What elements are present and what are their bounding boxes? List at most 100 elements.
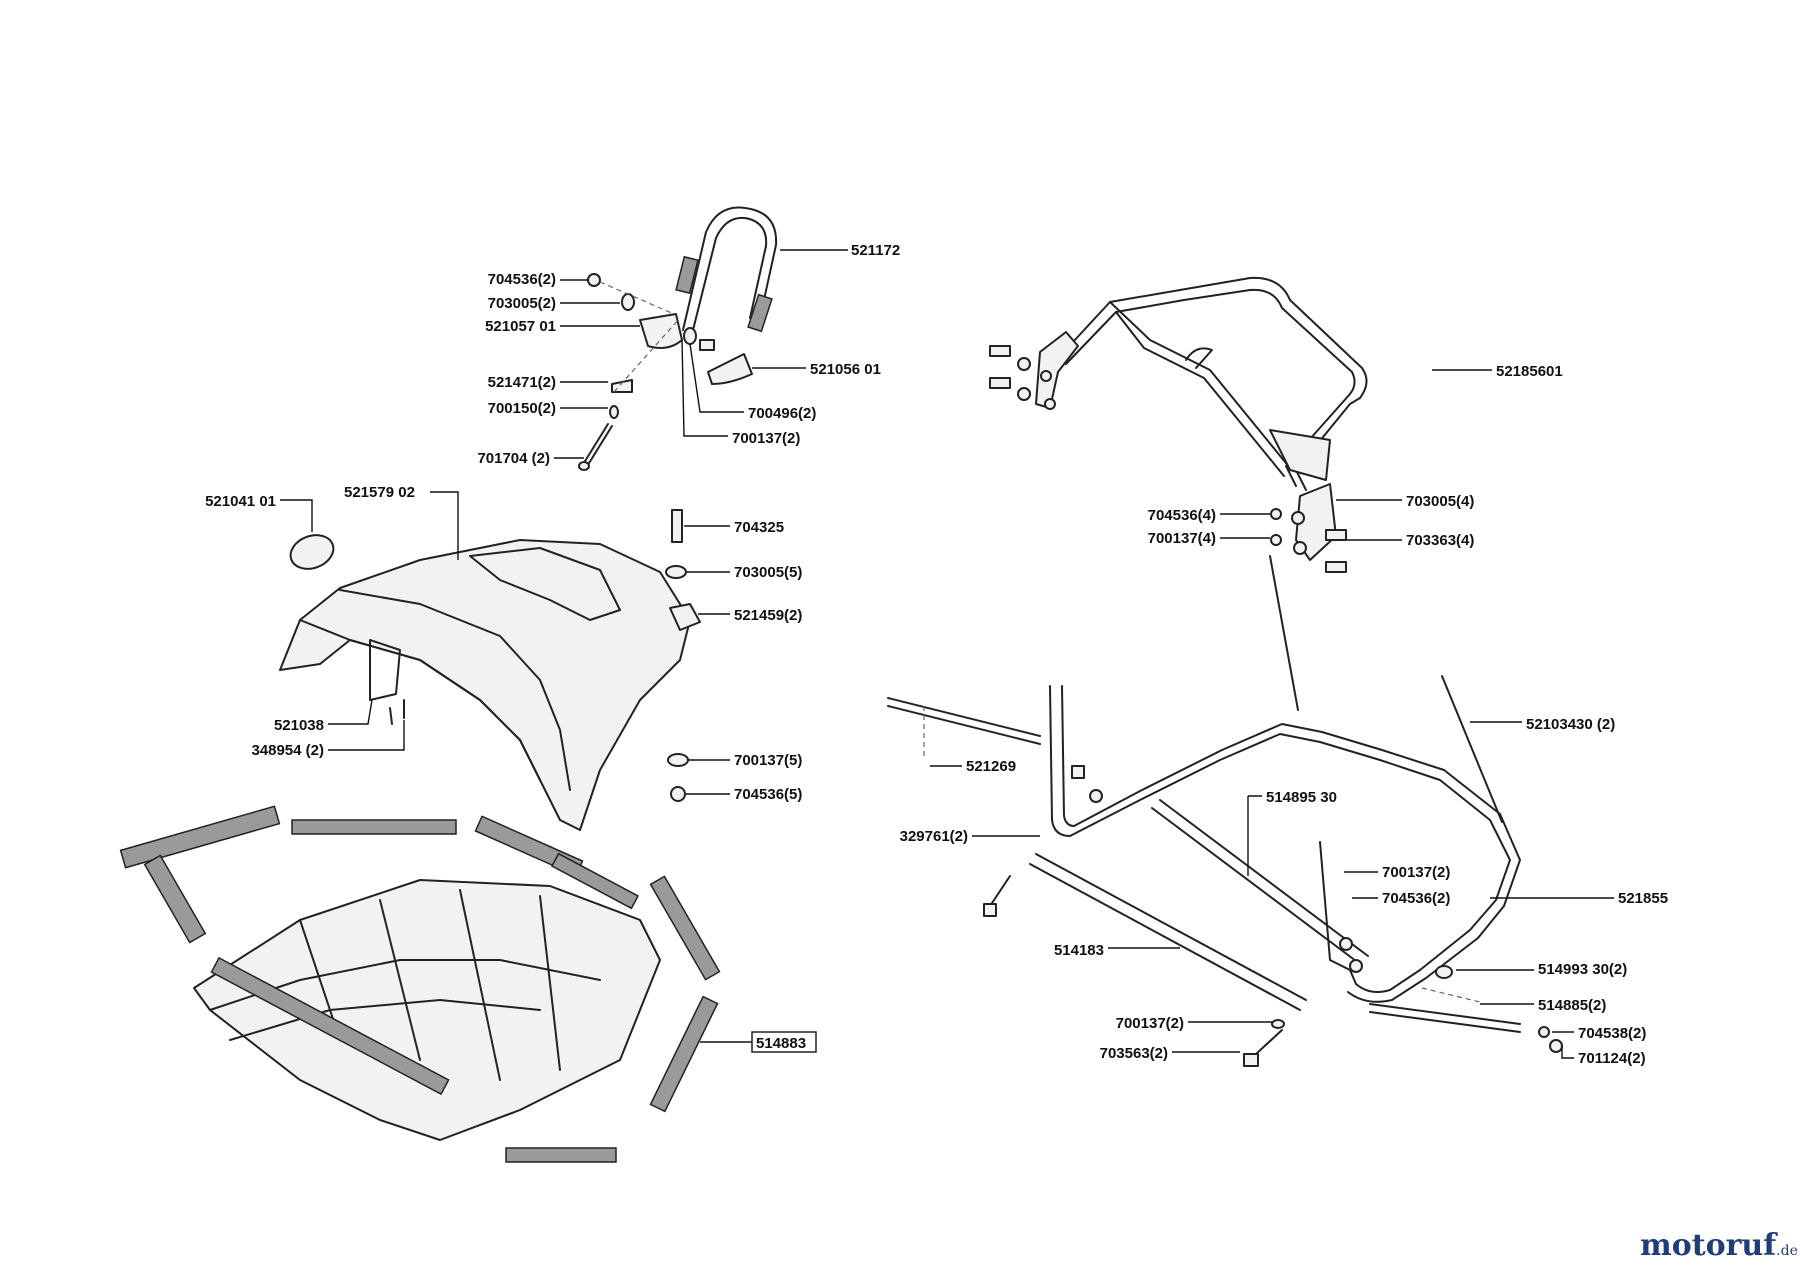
bolt-704325 xyxy=(671,509,683,543)
part-callout-p701124: 701124(2) xyxy=(1561,1046,1646,1067)
axle-514183 xyxy=(1029,863,1301,1011)
part-number-label: 521579 02 xyxy=(344,484,415,501)
bolt-703563 xyxy=(989,875,1011,907)
part-number-label: 703005(4) xyxy=(1406,493,1474,510)
part-number-label: 704536(5) xyxy=(734,786,802,803)
rail-top-center xyxy=(291,819,457,835)
part-callout-p521057: 521057 01 xyxy=(485,318,640,335)
brand-logo: motoruf.de xyxy=(1640,1228,1798,1263)
part-number-label: 700137(2) xyxy=(1116,1015,1184,1032)
lower-frame-521855 xyxy=(887,555,1563,1067)
part-number-labels: 521172 704536(2) 703005(2) 521057 01 521056 … xyxy=(205,242,1668,1067)
part-number-label: 348954 (2) xyxy=(251,742,324,759)
leader-line xyxy=(1561,1046,1574,1059)
part-number-label: 700137(2) xyxy=(732,430,800,447)
part-number-label: 514183 xyxy=(1054,942,1104,959)
nut-icon xyxy=(587,273,601,287)
leader-line xyxy=(280,499,313,532)
part-number-label: 700496(2) xyxy=(748,405,816,422)
handle-frame-52185601 xyxy=(1059,276,1368,491)
part-number-label: 700150(2) xyxy=(488,400,556,417)
part-number-label: 521471(2) xyxy=(488,374,556,391)
part-number-label: 703005(2) xyxy=(488,295,556,312)
part-number-label: 701704 (2) xyxy=(477,450,550,467)
leader-line xyxy=(328,699,373,725)
part-number-label: 521459(2) xyxy=(734,607,802,624)
part-number-label: 704536(2) xyxy=(1382,890,1450,907)
part-callout-p521038: 521038 xyxy=(274,699,373,734)
bolt-icon xyxy=(581,423,613,469)
part-number-label: 521172 xyxy=(851,242,900,259)
rod-left xyxy=(1269,555,1299,711)
part-callout-p704538: 704538(2) xyxy=(1552,1025,1646,1042)
part-callout-p700137_5: 700137(5) xyxy=(688,752,802,769)
part-callout-p521172: 521172 xyxy=(780,242,900,259)
part-number-label: 329761(2) xyxy=(900,828,968,845)
grass-bag-514883 xyxy=(119,805,721,1163)
part-number-label: 700137(5) xyxy=(734,752,802,769)
part-callout-p704325: 704325 xyxy=(684,519,784,536)
part-callout-p703005_4: 703005(4) xyxy=(1336,493,1474,510)
part-callout-p514895: 514895 30 xyxy=(1247,789,1337,876)
part-callout-p52185601: 52185601 xyxy=(1432,363,1563,380)
strut-521269 xyxy=(887,697,1041,737)
part-callout-p704536_5: 704536(5) xyxy=(686,786,802,803)
part-number-label: 514895 30 xyxy=(1266,789,1337,806)
part-callout-p703563: 703563(2) xyxy=(1100,1045,1240,1062)
part-callout-p700137_2a: 700137(2) xyxy=(681,339,800,447)
part-callout-p521041: 521041 01 xyxy=(205,493,313,532)
part-callout-p521579: 521579 02 xyxy=(344,484,459,560)
part-number-label: 52185601 xyxy=(1496,363,1563,380)
part-number-label: 514885(2) xyxy=(1538,997,1606,1014)
rod-52103430 xyxy=(1441,675,1503,823)
part-number-label: 521057 01 xyxy=(485,318,556,335)
clip-521459 xyxy=(669,603,701,631)
part-callout-p514885: 514885(2) xyxy=(1480,997,1606,1014)
part-callout-p521459: 521459(2) xyxy=(698,607,802,624)
part-callout-p52103430: 52103430 (2) xyxy=(1470,716,1615,733)
part-callout-p514183: 514183 xyxy=(1054,942,1180,959)
bracket-left-521057 xyxy=(639,313,683,349)
part-callout-p348954: 348954 (2) xyxy=(251,720,405,759)
bushing-514993 xyxy=(1435,965,1453,979)
part-number-label: 704538(2) xyxy=(1578,1025,1646,1042)
part-number-label: 703005(5) xyxy=(734,564,802,581)
part-callout-p701704: 701704 (2) xyxy=(477,450,584,467)
part-callout-p704536_4: 704536(4) xyxy=(1148,507,1270,524)
part-number-label: 521038 xyxy=(274,717,324,734)
part-number-label: 704536(4) xyxy=(1148,507,1216,524)
washer-icon xyxy=(621,293,635,311)
part-callout-p514883: 514883 xyxy=(700,1035,806,1052)
part-callout-p700150: 700150(2) xyxy=(488,400,608,417)
frame-fasteners xyxy=(989,345,1347,573)
part-callout-p703005_2: 703005(2) xyxy=(488,295,620,312)
part-number-label: 521041 01 xyxy=(205,493,276,510)
part-callout-p704536_2: 704536(2) xyxy=(488,271,588,288)
part-number-label: 52103430 (2) xyxy=(1526,716,1615,733)
part-callout-p703363: 703363(4) xyxy=(1346,532,1474,549)
handle-bar-521172 xyxy=(682,206,778,331)
part-number-label: 701124(2) xyxy=(1578,1050,1646,1067)
bracket-right-521056 xyxy=(707,353,753,385)
part-callout-p700137_2b: 700137(2) xyxy=(1344,864,1450,881)
part-number-label: 703563(2) xyxy=(1100,1045,1168,1062)
part-callout-p521056: 521056 01 xyxy=(752,361,881,378)
part-number-label: 704536(2) xyxy=(488,271,556,288)
part-number-label: 700137(4) xyxy=(1148,530,1216,547)
part-callout-p703005_5: 703005(5) xyxy=(686,564,802,581)
part-callout-p521471: 521471(2) xyxy=(488,374,608,391)
part-callout-p521855: 521855 xyxy=(1490,890,1668,907)
rail-top-left xyxy=(119,805,281,869)
part-number-label: 704325 xyxy=(734,519,784,536)
part-number-label: 700137(2) xyxy=(1382,864,1450,881)
part-number-label: 521855 xyxy=(1618,890,1668,907)
part-callout-p700137_4: 700137(4) xyxy=(1148,530,1270,547)
grass-bag-cover-assembly xyxy=(279,509,701,831)
part-number-label: 514883 xyxy=(756,1035,806,1052)
part-callout-p704536_2b: 704536(2) xyxy=(1352,890,1450,907)
part-number-label: 703363(4) xyxy=(1406,532,1474,549)
part-number-label: 514993 30(2) xyxy=(1538,961,1627,978)
leader-line xyxy=(1247,795,1262,876)
